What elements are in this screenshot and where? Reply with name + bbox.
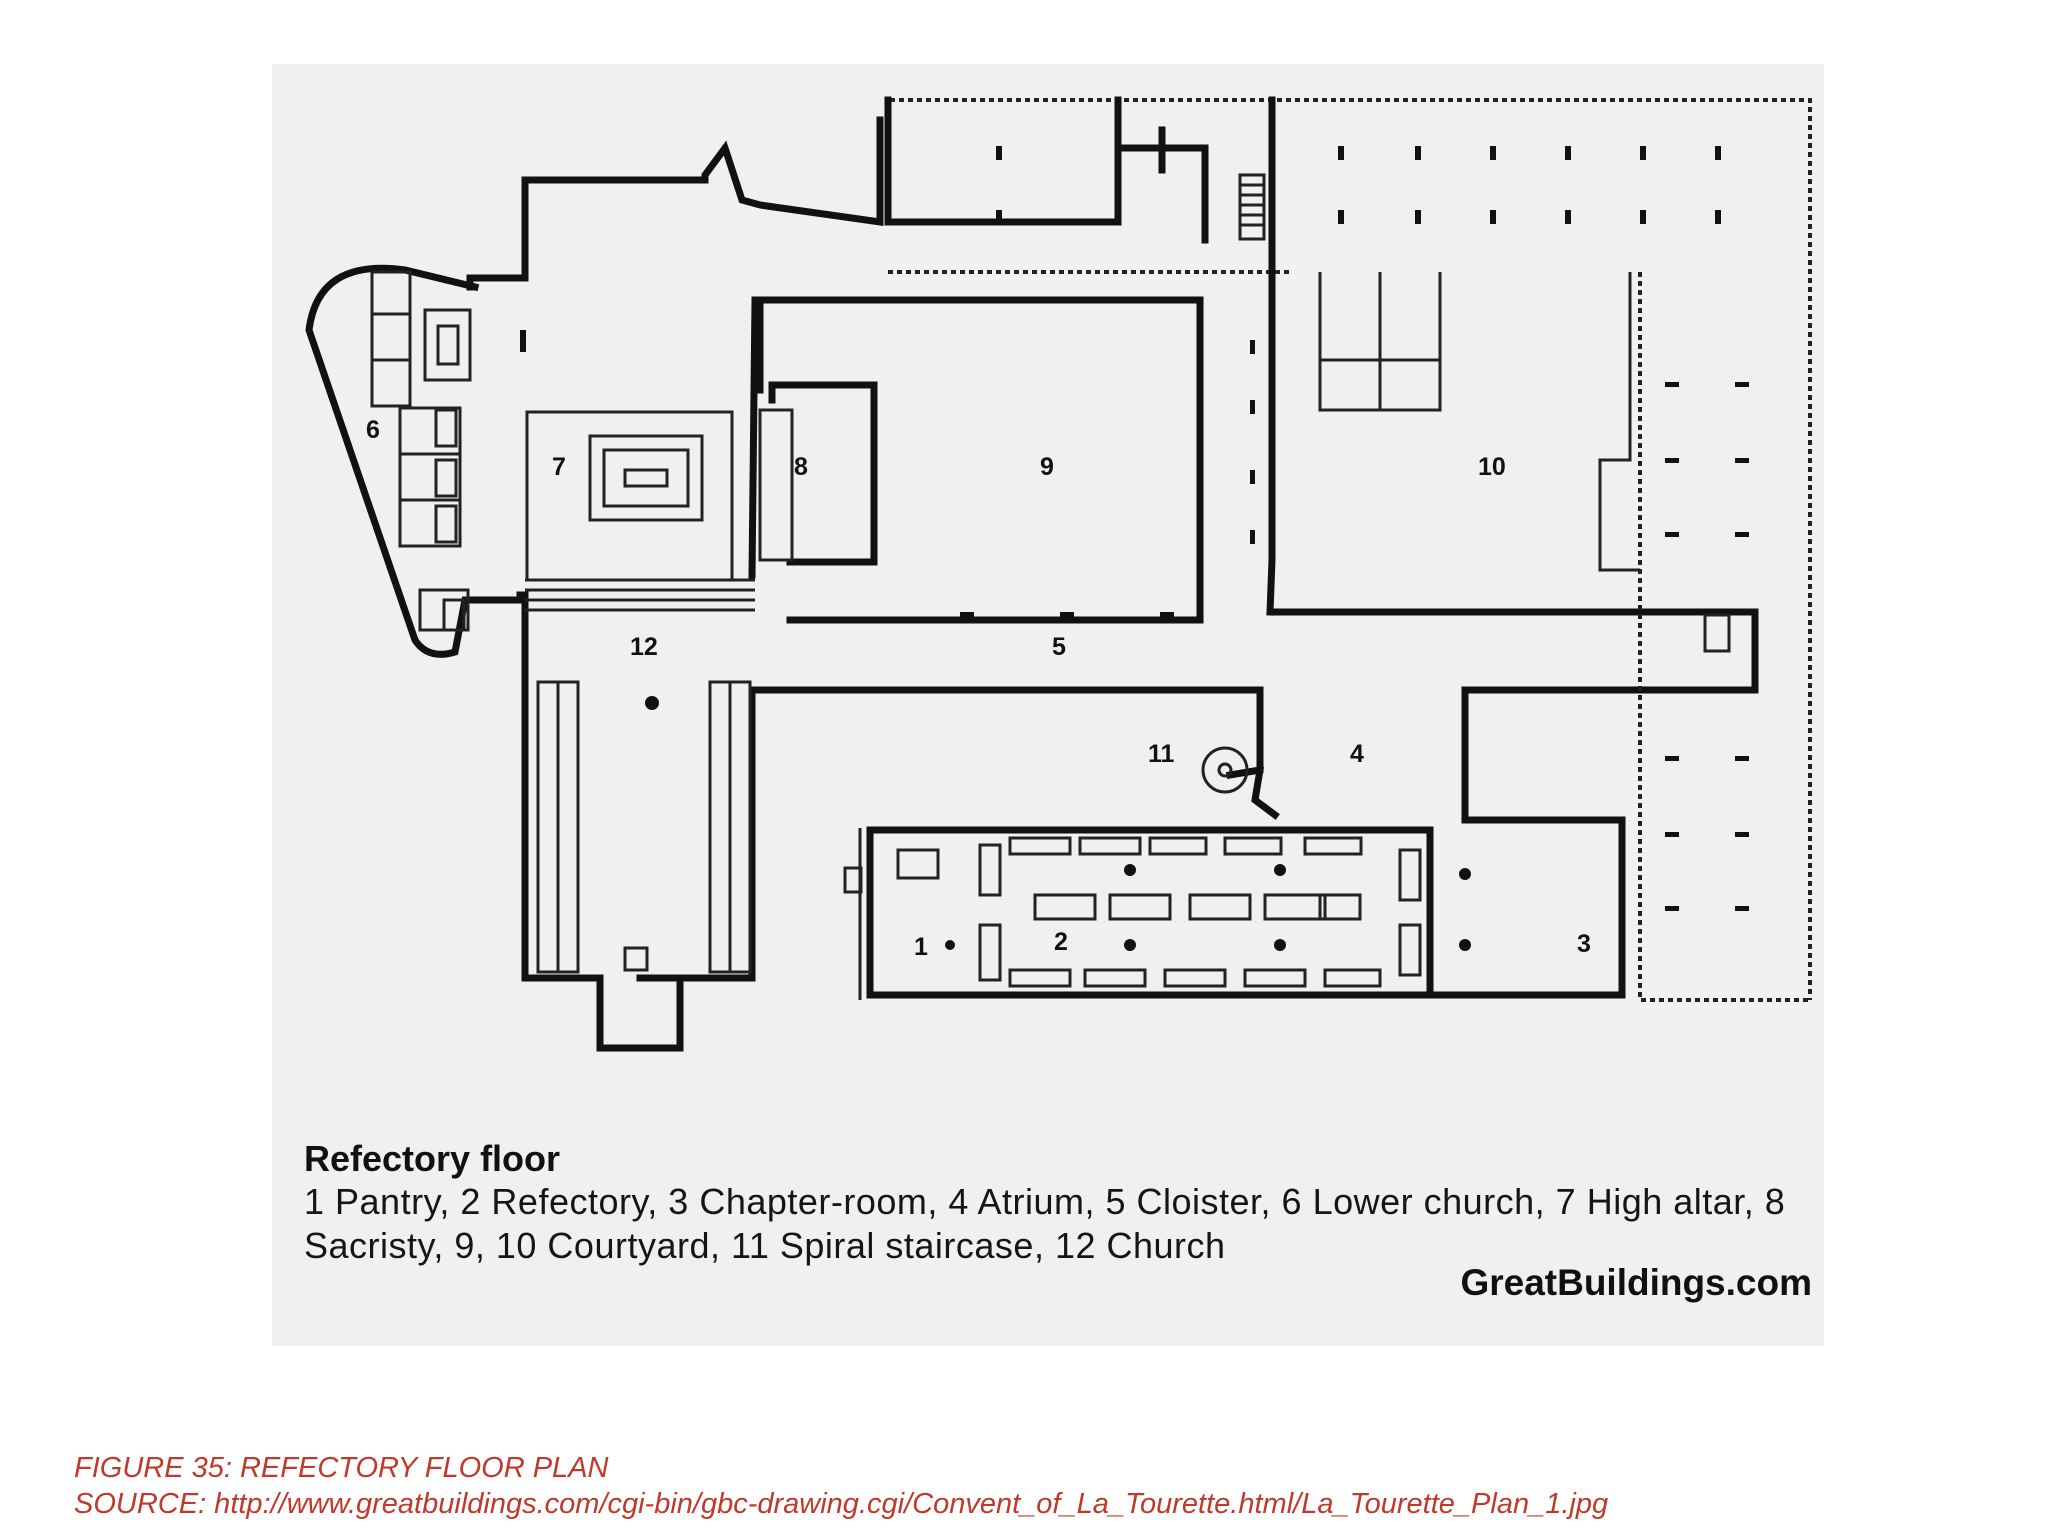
spiral-staircase (1201, 746, 1249, 794)
east-stair (1703, 613, 1731, 653)
courtyard-9-wall (756, 296, 1204, 624)
church-font (623, 946, 649, 972)
north-wing-wall (884, 96, 1122, 226)
high-altar-block (588, 434, 704, 522)
credit-text: GreatBuildings.com (1460, 1262, 1812, 1303)
chapter-room-outline (1638, 272, 1810, 1002)
north-wing-outline (890, 98, 1812, 1000)
room-label-cloister: 5 (1052, 633, 1066, 661)
refectory-tables (978, 836, 1422, 988)
figure-caption: FIGURE 35: REFECTORY FLOOR PLAN (74, 1452, 609, 1484)
room-label-sacristy: 8 (794, 453, 808, 481)
church-pews (536, 680, 752, 974)
lower-church-chapels (370, 270, 472, 632)
lower-church-entry-wall (466, 254, 529, 291)
room-label-atrium: 4 (1350, 740, 1364, 768)
church-column (645, 696, 659, 710)
room-label-church: 12 (630, 633, 658, 661)
room-label-spiral-staircase: 11 (1148, 740, 1175, 768)
north-stair (1238, 173, 1266, 241)
legend-title: Refectory floor (304, 1138, 561, 1179)
floor-plan-card (272, 64, 1824, 1346)
spine-wall (1266, 96, 1276, 616)
church-north-wall (521, 116, 884, 262)
courtyard-10-wall (1268, 608, 1759, 999)
figure-source: SOURCE: http://www.greatbuildings.com/cg… (74, 1488, 1609, 1520)
altar-steps (525, 578, 755, 612)
church-apse (596, 974, 684, 1052)
room-label-refectory: 2 (1054, 928, 1068, 956)
room-label-pantry: 1 (914, 933, 928, 961)
pantry-counter (896, 848, 940, 880)
courtyard-10-boundary (1318, 272, 1640, 572)
room-label-courtyard-10: 10 (1478, 453, 1506, 481)
legend-text: 1 Pantry, 2 Refectory, 3 Chapter-room, 4… (304, 1181, 1786, 1266)
sacristy-wall (768, 381, 878, 566)
high-altar-platform (525, 410, 734, 582)
church-west-wall (521, 591, 604, 982)
columns (520, 146, 1749, 951)
room-label-courtyard-9: 9 (1040, 453, 1054, 481)
church-east-wall (636, 686, 1264, 982)
lower-church-wall (305, 264, 524, 658)
room-label-high-altar: 7 (552, 453, 566, 481)
church-inner-wall (748, 296, 759, 579)
room-label-chapter-room: 3 (1577, 930, 1591, 958)
atrium-wall (1251, 765, 1280, 820)
room-label-lower-church: 6 (366, 416, 380, 444)
